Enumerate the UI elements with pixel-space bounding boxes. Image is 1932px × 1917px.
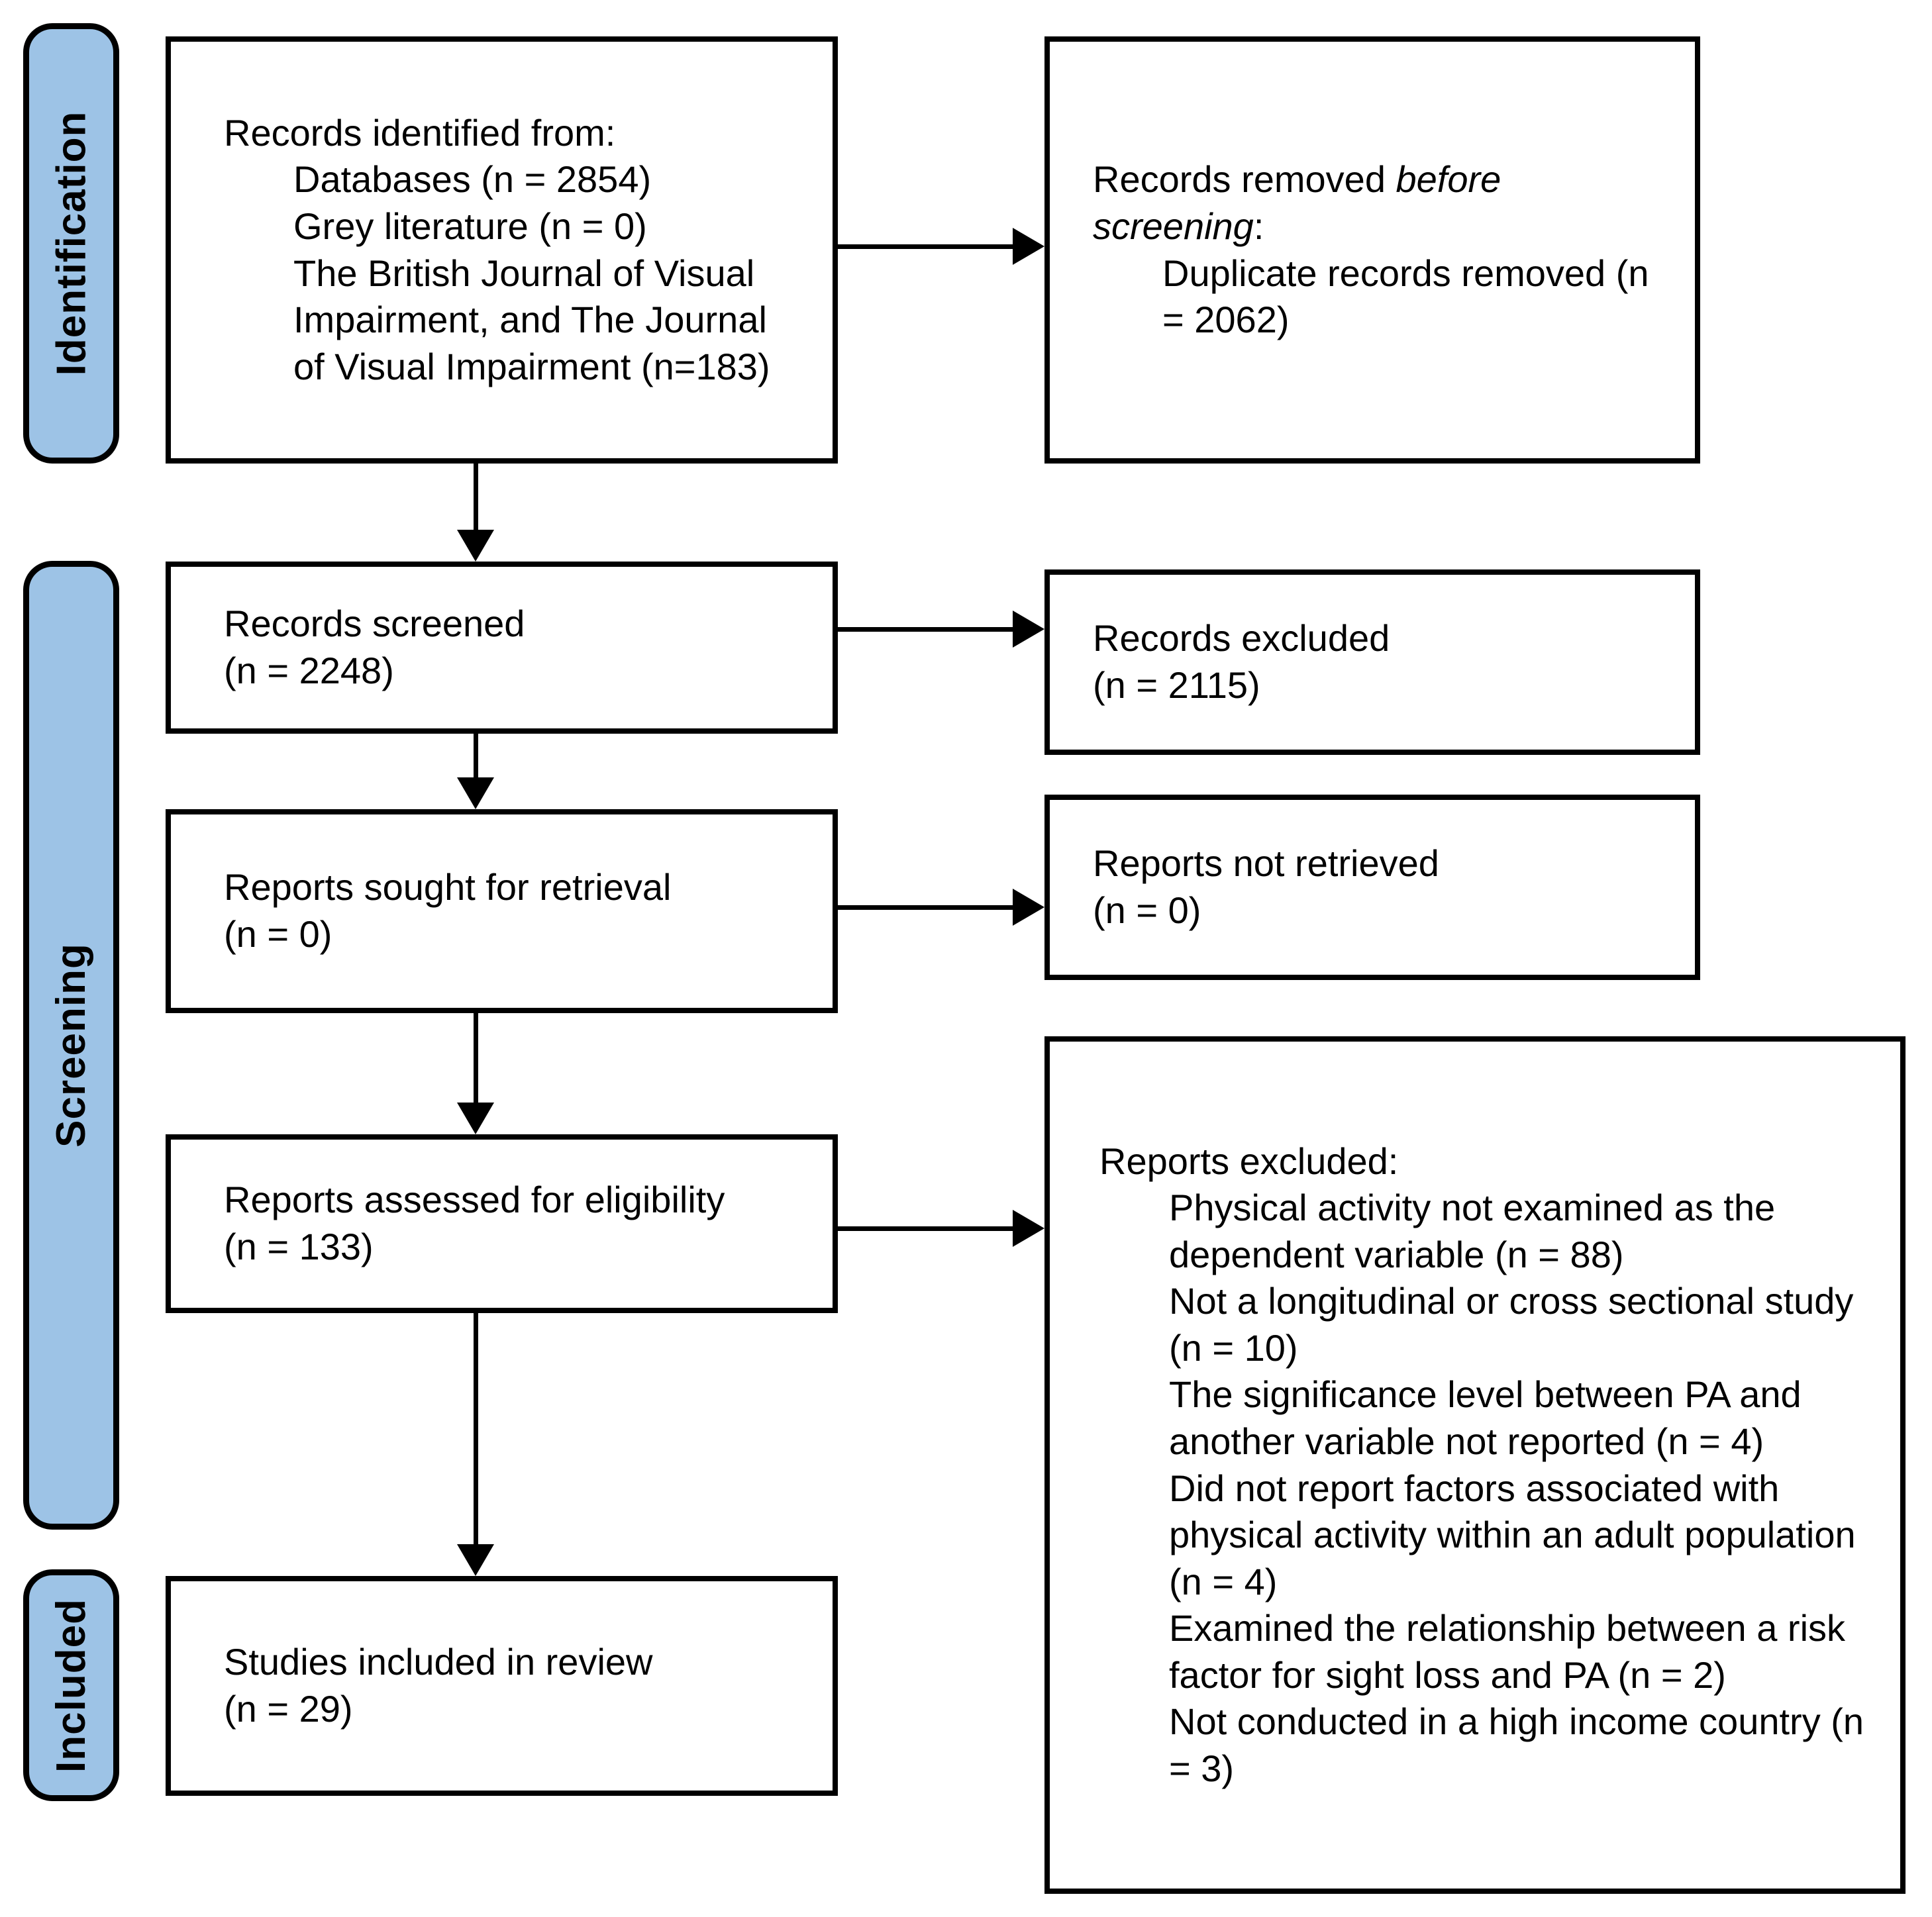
- box-reports-assessed: Reports assessed for eligibility (n = 13…: [166, 1134, 838, 1313]
- arrow-head-right-icon: [1013, 611, 1044, 648]
- reports-not-retrieved-title: Reports not retrieved: [1093, 842, 1439, 885]
- reports-not-retrieved-count: (n = 0): [1093, 889, 1201, 931]
- stage-label-included-text: Included: [48, 1598, 94, 1773]
- box-reports-not-retrieved: Reports not retrieved (n = 0): [1044, 795, 1700, 980]
- stage-label-identification-text: Identification: [48, 111, 94, 376]
- box-studies-included: Studies included in review (n = 29): [166, 1576, 838, 1796]
- arrow-assessed-to-excluded-reasons: [837, 1210, 1044, 1247]
- reports-excluded-reason: Physical activity not examined as the de…: [1169, 1187, 1776, 1275]
- arrow-head-down-icon: [457, 1544, 494, 1576]
- reports-assessed-count: (n = 133): [224, 1226, 374, 1267]
- records-screened-title: Records screened: [224, 603, 525, 645]
- arrow-head-down-icon: [457, 530, 494, 562]
- arrow-sought-to-assessed: [457, 1012, 494, 1134]
- arrow-identified-to-removed: [837, 228, 1044, 265]
- records-identified-item: The British Journal of Visual Impairment…: [293, 252, 770, 387]
- records-screened-count: (n = 2248): [224, 650, 394, 691]
- records-removed-intro: Records removed before screening:: [1093, 156, 1668, 250]
- reports-excluded-reason: Examined the relationship between a risk…: [1169, 1607, 1846, 1696]
- reports-excluded-reason: Did not report factors associated with p…: [1169, 1467, 1856, 1602]
- box-records-identified: Records identified from: Databases (n = …: [166, 36, 838, 464]
- arrow-shaft: [837, 244, 1013, 249]
- arrow-shaft: [473, 1312, 478, 1544]
- studies-included-title: Studies included in review: [224, 1641, 653, 1683]
- records-identified-item: Grey literature (n = 0): [293, 205, 647, 247]
- reports-sought-count: (n = 0): [224, 913, 332, 955]
- records-identified-intro: Records identified from:: [224, 111, 616, 154]
- arrow-head-down-icon: [457, 777, 494, 809]
- arrow-shaft: [837, 626, 1013, 632]
- stage-label-included: Included: [23, 1569, 119, 1801]
- records-excluded-count: (n = 2115): [1093, 664, 1260, 706]
- reports-sought-title: Reports sought for retrieval: [224, 866, 672, 909]
- records-removed-item: Duplicate records removed (n = 2062): [1162, 252, 1649, 341]
- arrow-shaft: [473, 462, 478, 530]
- arrow-head-down-icon: [457, 1103, 494, 1134]
- records-removed-intro-suffix: :: [1253, 205, 1264, 247]
- stage-label-identification: Identification: [23, 23, 119, 464]
- arrow-shaft: [837, 905, 1013, 910]
- arrow-shaft: [473, 1012, 478, 1103]
- arrow-shaft: [473, 732, 478, 777]
- arrow-head-right-icon: [1013, 228, 1044, 265]
- arrow-head-right-icon: [1013, 1210, 1044, 1247]
- arrow-identified-to-screened: [457, 462, 494, 562]
- reports-excluded-reason: Not conducted in a high income country (…: [1169, 1700, 1864, 1789]
- box-reports-excluded-reasons: Reports excluded: Physical activity not …: [1044, 1036, 1906, 1894]
- reports-excluded-reason: The significance level between PA and an…: [1169, 1373, 1802, 1462]
- arrow-screened-to-excluded: [837, 611, 1044, 648]
- box-reports-sought: Reports sought for retrieval (n = 0): [166, 809, 838, 1013]
- reports-assessed-title: Reports assessed for eligibility: [224, 1179, 725, 1221]
- stage-label-screening-text: Screening: [48, 943, 94, 1148]
- arrow-head-right-icon: [1013, 889, 1044, 926]
- box-records-removed: Records removed before screening: Duplic…: [1044, 36, 1700, 464]
- arrow-shaft: [837, 1226, 1013, 1231]
- arrow-assessed-to-included: [457, 1312, 494, 1576]
- records-removed-intro-prefix: Records removed: [1093, 158, 1396, 201]
- reports-excluded-intro: Reports excluded:: [1099, 1140, 1399, 1182]
- records-identified-item: Databases (n = 2854): [293, 158, 652, 201]
- arrow-screened-to-sought: [457, 732, 494, 809]
- stage-label-screening: Screening: [23, 561, 119, 1530]
- studies-included-count: (n = 29): [224, 1688, 353, 1730]
- box-records-screened: Records screened (n = 2248): [166, 562, 838, 734]
- box-records-excluded: Records excluded (n = 2115): [1044, 569, 1700, 755]
- records-excluded-title: Records excluded: [1093, 617, 1390, 660]
- records-removed-intro-italic: before screening: [1093, 158, 1501, 247]
- arrow-sought-to-not-retrieved: [837, 889, 1044, 926]
- reports-excluded-reason: Not a longitudinal or cross sectional st…: [1169, 1280, 1854, 1369]
